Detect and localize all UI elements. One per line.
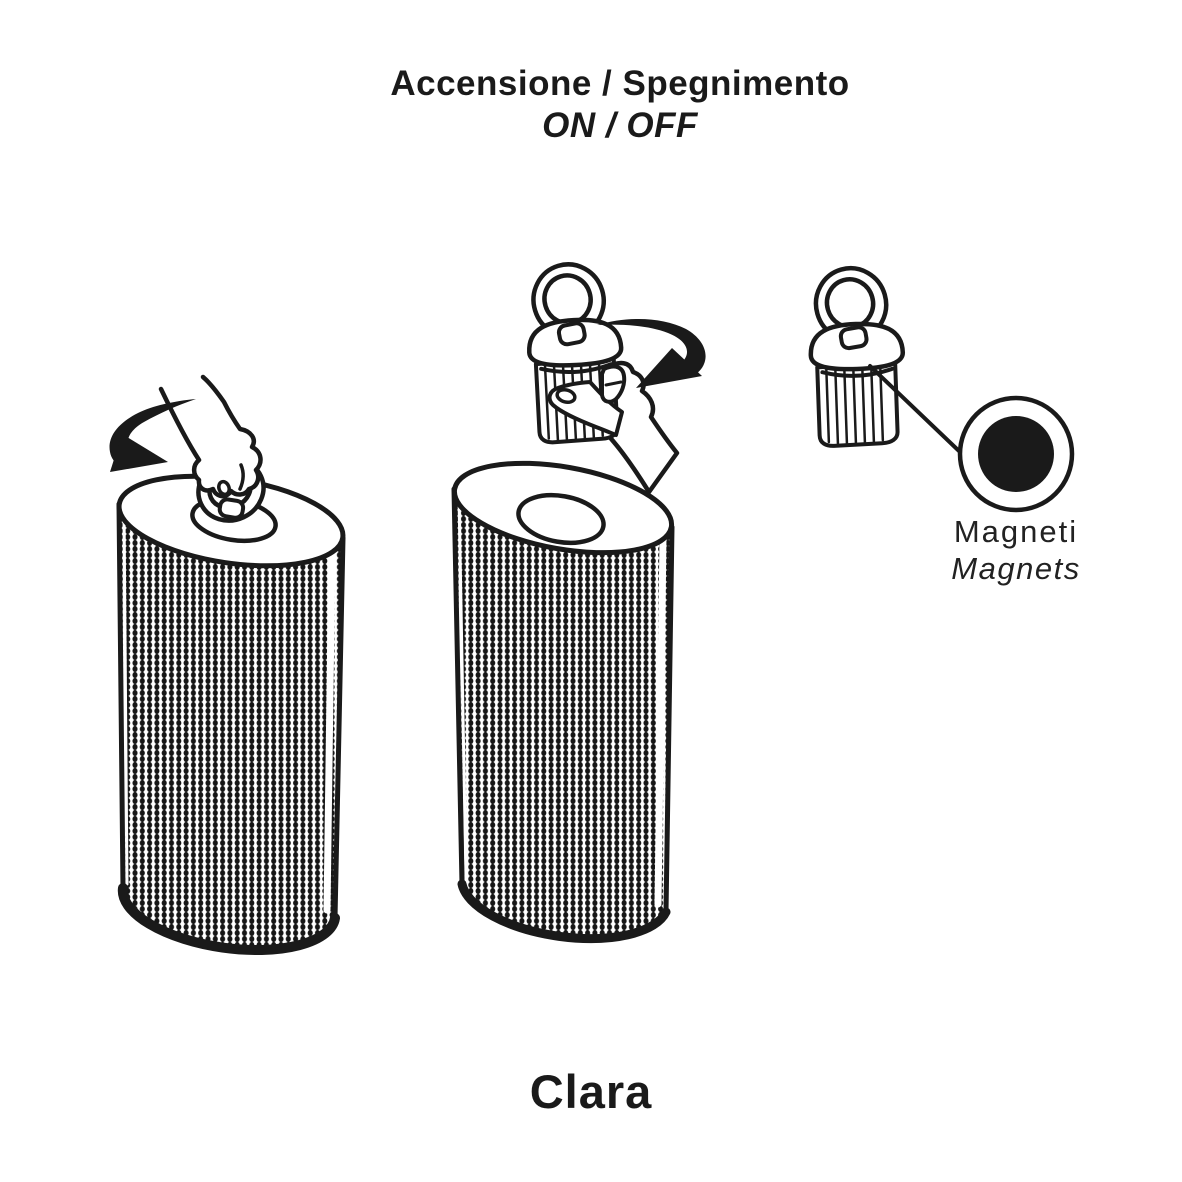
rotate-clockwise-arrow-icon (597, 319, 706, 388)
figure-lamp-closed-hand-turning (109, 374, 346, 956)
lamp-body-left (116, 473, 346, 956)
index-finger-on-cap (600, 364, 627, 404)
thumb-on-cap (547, 380, 624, 437)
cap-hole (516, 492, 606, 546)
page-subtitle: ON / OFF (542, 106, 698, 145)
cap-detail (807, 259, 906, 447)
lamp-base-left (117, 883, 340, 956)
figure-cap-magnet-detail (807, 259, 1075, 513)
page-title: Accensione / Spegnimento (390, 64, 850, 103)
magnet-dot (978, 416, 1054, 492)
figure-lamp-open-hand-holding-cap (451, 254, 706, 944)
rotate-counterclockwise-arrow-icon (109, 399, 196, 472)
fingernail (217, 479, 231, 497)
hand-grabbing-ring (158, 374, 263, 499)
magnet-label-italian: Magneti (953, 514, 1079, 549)
thumbnail (555, 388, 577, 404)
lamp-body-middle (451, 460, 675, 944)
product-name: Clara (529, 1065, 653, 1118)
lamp-base-middle (457, 879, 671, 944)
magnet-label-english: Magnets (951, 551, 1081, 586)
magnet-leader-line (868, 364, 961, 453)
